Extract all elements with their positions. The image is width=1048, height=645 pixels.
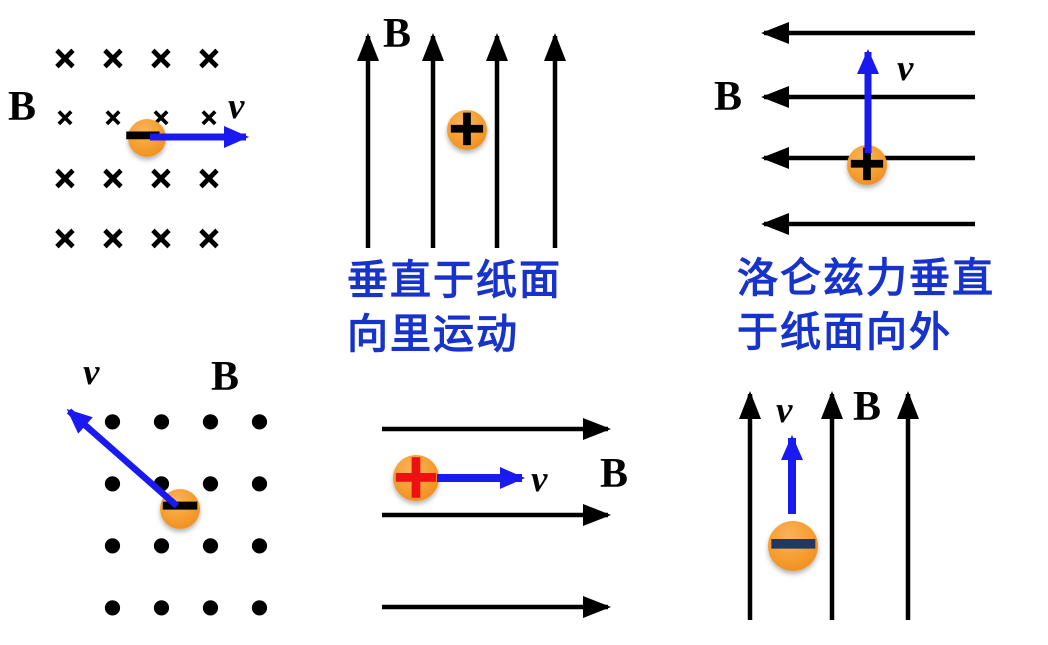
- plus-sign: +: [389, 439, 442, 512]
- field-out-of-page-symbol: ●: [103, 594, 122, 618]
- field-label: B: [211, 354, 240, 400]
- field-out-of-page-symbol: ●: [152, 594, 171, 618]
- positive-charge: +: [446, 103, 488, 153]
- field-out-of-page-symbol: ●: [250, 408, 269, 432]
- field-into-page-symbol: ×: [148, 160, 174, 196]
- positive-charge: +: [846, 138, 888, 188]
- field-out-of-page-symbol: ●: [250, 532, 269, 556]
- field-into-page-symbol: ×: [103, 105, 123, 132]
- velocity-label: v: [531, 459, 548, 500]
- negative-charge: −: [764, 512, 822, 573]
- field-into-page-symbol: ×: [148, 220, 174, 256]
- caption-line: 于纸面向外: [737, 309, 952, 356]
- plus-sign: +: [446, 100, 488, 156]
- negative-charge: −: [157, 478, 203, 532]
- minus-sign: −: [764, 508, 822, 576]
- field-left-arrows: [761, 22, 975, 235]
- field-out-of-page-symbol: ●: [201, 532, 220, 556]
- caption-lorentz-force-out-of-page: 洛仑兹力垂直 于纸面向外: [737, 251, 995, 359]
- field-out-of-page-symbol: ●: [103, 408, 122, 432]
- field-out-of-page-symbol: ●: [152, 408, 171, 432]
- field-up-arrows-2: [739, 391, 919, 620]
- field-out-of-page-symbol: ●: [201, 470, 220, 494]
- velocity-label: v: [83, 352, 100, 393]
- caption-line: 洛仑兹力垂直: [737, 255, 995, 301]
- plus-sign: +: [846, 135, 888, 191]
- field-into-page-symbol: ×: [52, 220, 78, 256]
- field-out-of-page-symbol: ●: [103, 470, 122, 494]
- velocity-label: v: [228, 86, 245, 127]
- velocity-label: v: [776, 390, 793, 431]
- field-into-page-grid: ××××××××××××××××: [41, 28, 233, 268]
- caption-line: 向里运动: [347, 311, 519, 358]
- field-label: B: [8, 84, 37, 130]
- caption-line: 垂直于纸面: [347, 257, 562, 303]
- field-into-page-symbol: ×: [55, 105, 75, 132]
- minus-sign: −: [121, 105, 165, 163]
- field-into-page-symbol: ×: [100, 160, 126, 196]
- field-into-page-symbol: ×: [148, 40, 174, 76]
- positive-charge: +: [389, 444, 442, 508]
- field-label: B: [714, 74, 743, 120]
- field-into-page-symbol: ×: [100, 220, 126, 256]
- minus-sign: −: [157, 475, 203, 535]
- field-label: B: [600, 451, 629, 497]
- field-into-page-symbol: ×: [199, 105, 219, 132]
- field-into-page-symbol: ×: [196, 160, 222, 196]
- velocity-label: v: [897, 48, 914, 89]
- field-out-of-page-symbol: ●: [250, 470, 269, 494]
- field-into-page-symbol: ×: [52, 160, 78, 196]
- field-out-of-page-symbol: ●: [103, 532, 122, 556]
- field-label: B: [383, 11, 412, 57]
- negative-charge: −: [121, 108, 166, 160]
- field-label: B: [853, 384, 882, 430]
- field-into-page-symbol: ×: [196, 40, 222, 76]
- field-out-of-page-symbol: ●: [201, 594, 220, 618]
- field-out-of-page-symbol: ●: [152, 532, 171, 556]
- field-out-of-page-symbol: ●: [250, 594, 269, 618]
- caption-moving-into-page: 垂直于纸面 向里运动: [347, 253, 562, 361]
- field-out-of-page-symbol: ●: [201, 408, 220, 432]
- field-into-page-symbol: ×: [196, 220, 222, 256]
- field-into-page-symbol: ×: [100, 40, 126, 76]
- field-into-page-symbol: ×: [52, 40, 78, 76]
